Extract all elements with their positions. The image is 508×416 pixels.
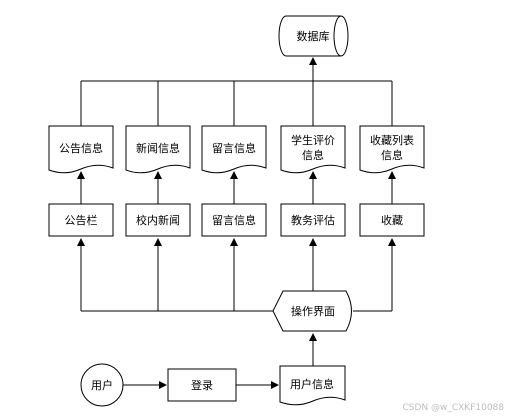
user-label: 用户: [91, 378, 113, 392]
document-label: 公告信息: [59, 141, 103, 155]
bottom-connectors: [77, 238, 396, 312]
watermark: CSDN @w_CXKF10088: [402, 403, 504, 413]
user-node: 用户: [80, 363, 124, 407]
module-教务评估: 教务评估: [280, 203, 346, 237]
module-to-document-arrows: [77, 171, 396, 204]
document-收藏列表信息: 收藏列表 信息: [359, 125, 425, 174]
module-label: 收藏: [381, 213, 403, 227]
module-收藏: 收藏: [359, 203, 425, 237]
document-公告信息: 公告信息: [48, 125, 114, 174]
login-label: 登录: [191, 378, 213, 392]
document-label-line1: 收藏列表: [370, 133, 414, 147]
module-label: 教务评估: [291, 214, 335, 227]
module-label: 校内新闻: [136, 213, 180, 227]
document-label: 新闻信息: [136, 141, 180, 155]
document-label-line2: 信息: [302, 148, 324, 162]
module-label: 公告栏: [65, 213, 98, 227]
login-node: 登录: [167, 368, 237, 402]
module-label: 留言信息: [212, 213, 256, 227]
document-留言信息: 留言信息: [201, 125, 267, 174]
user-info-label: 用户信息: [290, 377, 334, 391]
module-公告栏: 公告栏: [48, 203, 114, 237]
operation-interface-label: 操作界面: [291, 304, 335, 318]
document-label-line1: 学生评价: [291, 133, 335, 147]
module-留言信息: 留言信息: [201, 203, 267, 237]
document-学生评价信息: 学生评价 信息: [280, 125, 346, 174]
operation-interface-node: 操作界面: [272, 290, 352, 332]
document-label-line2: 信息: [381, 148, 403, 162]
document-label: 留言信息: [212, 141, 256, 155]
database-label: 数据库: [297, 29, 330, 43]
document-新闻信息: 新闻信息: [125, 125, 191, 174]
user-info-document: 用户信息: [279, 365, 346, 406]
module-校内新闻: 校内新闻: [125, 203, 191, 237]
top-connectors: [80, 57, 393, 126]
database-node: 数据库: [278, 15, 349, 57]
